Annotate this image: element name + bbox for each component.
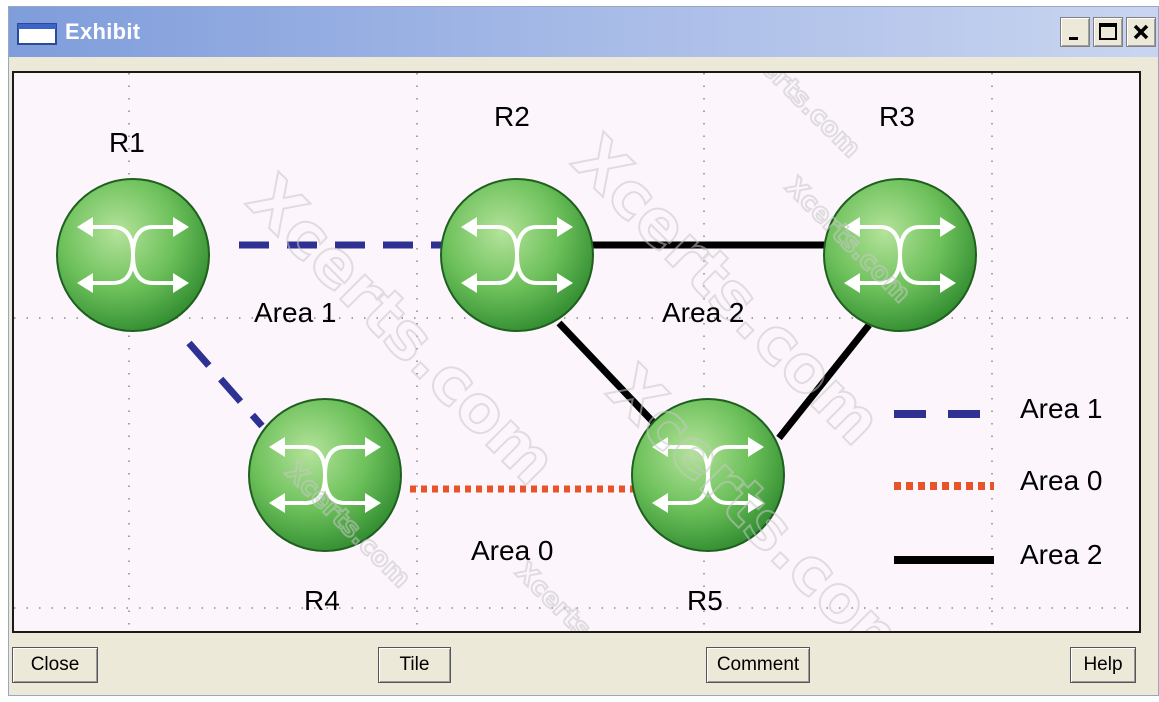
area2-label: Area 2	[662, 297, 745, 328]
minimize-icon	[1069, 37, 1078, 40]
exhibit-window: Exhibit	[8, 6, 1159, 696]
title-bar: Exhibit	[9, 7, 1158, 57]
maximize-button[interactable]	[1093, 17, 1123, 47]
window-icon	[17, 23, 57, 45]
tile-button-label: Tile	[399, 654, 430, 675]
close-icon	[1133, 24, 1149, 40]
router-r2-label: R2	[494, 101, 530, 132]
router-r5-label: R5	[687, 585, 723, 616]
diagram-graphics: Xcerts.com Xcerts.com Xcerts.com Xcerts.…	[14, 73, 1139, 631]
minimize-button[interactable]	[1060, 17, 1090, 47]
close-button-label: Close	[30, 654, 80, 675]
router-r4-icon	[247, 397, 403, 553]
legend-label-area0: Area 0	[1020, 465, 1103, 496]
grid	[14, 73, 1139, 631]
watermark-text: Xcerts.com	[509, 557, 646, 631]
close-button[interactable]: Close	[12, 647, 98, 683]
router-r2-icon	[439, 177, 595, 333]
legend-label-area1: Area 1	[1020, 393, 1103, 424]
comment-button-label: Comment	[716, 654, 800, 675]
tile-button[interactable]: Tile	[378, 647, 451, 683]
close-window-button[interactable]	[1126, 17, 1156, 47]
area1-label: Area 1	[254, 297, 337, 328]
help-button-label: Help	[1083, 654, 1123, 675]
help-button[interactable]: Help	[1070, 647, 1136, 683]
watermark-text: Xcerts.com	[729, 73, 866, 164]
router-r4-label: R4	[304, 585, 340, 616]
link-r2-r5	[556, 320, 657, 426]
comment-button[interactable]: Comment	[706, 647, 810, 683]
link-r1-r4	[186, 340, 265, 429]
window-title: Exhibit	[65, 19, 141, 44]
router-r1-label: R1	[109, 127, 145, 158]
legend-label-area2: Area 2	[1020, 539, 1103, 570]
maximize-icon	[1099, 23, 1117, 40]
router-r1-icon	[55, 177, 211, 333]
link-r3-r5	[776, 322, 872, 441]
router-r3-label: R3	[879, 101, 915, 132]
area0-label: Area 0	[471, 535, 554, 566]
topology-diagram: Xcerts.com Xcerts.com Xcerts.com Xcerts.…	[12, 71, 1141, 633]
